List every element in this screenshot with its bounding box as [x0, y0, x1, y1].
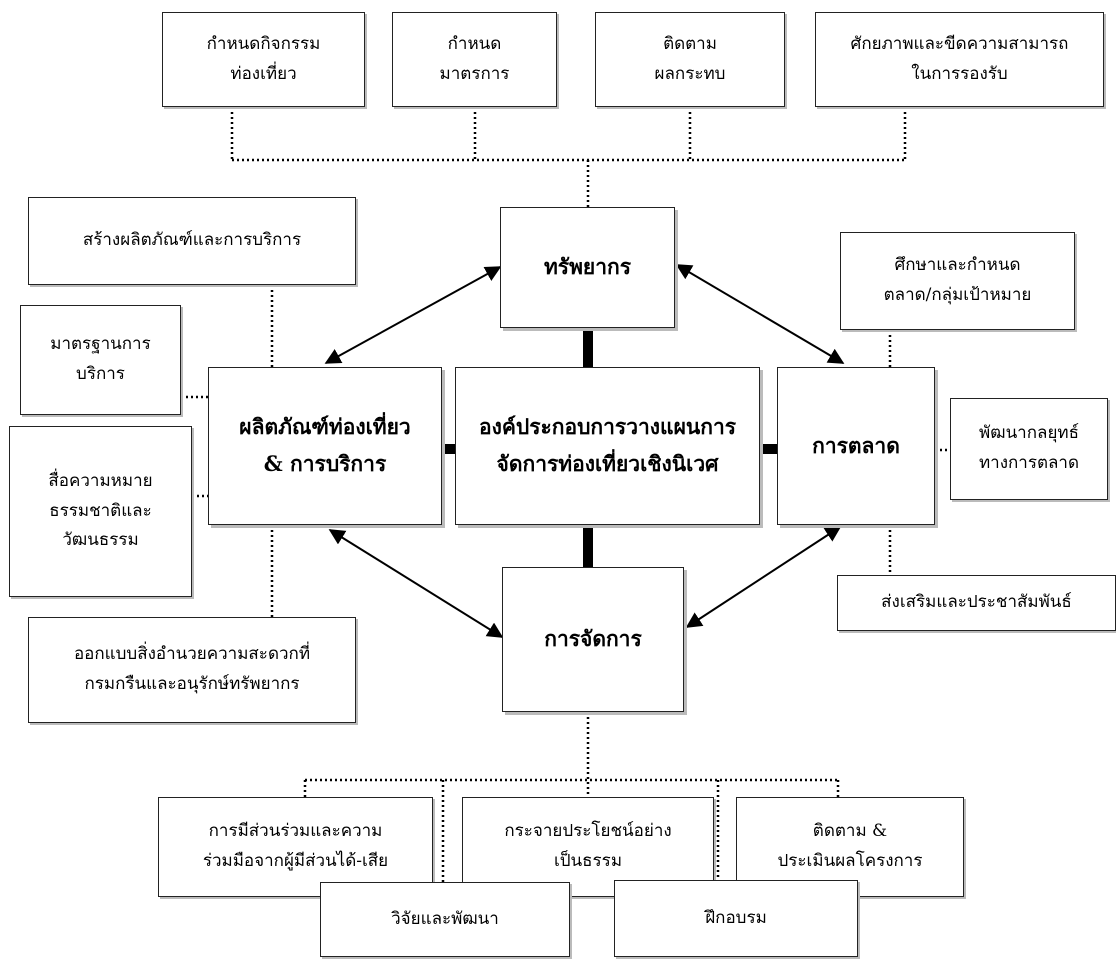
node-fair-benefit-line2: เป็นธรรม — [553, 851, 623, 871]
node-carrying-capacity: ศักยภาพและขีดความสามารถ ในการรองรับ — [815, 12, 1104, 107]
node-define-activities-line2: ท่องเที่ยว — [230, 63, 297, 84]
node-tourism-products-line1: ผลิตภัณฑ์ท่องเที่ยว — [239, 414, 411, 440]
node-core-components-line1: องค์ประกอบการวางแผนการ — [478, 414, 737, 440]
node-service-standard-line2: บริการ — [76, 364, 125, 384]
top-dotted-connector — [230, 107, 907, 207]
node-create-products: สร้างผลิตภัณฑ์และการบริการ — [28, 197, 356, 285]
node-research: วิจัยและพัฒนา — [320, 882, 570, 957]
node-project-evaluation-line2: ประเมินผลโครงการ — [777, 851, 923, 871]
node-interpretation-line2: ธรรมชาติและ — [49, 500, 152, 521]
node-management-line1: การจัดการ — [544, 626, 642, 652]
node-training: ฝึกอบรม — [614, 880, 858, 957]
node-monitor-impact: ติดตาม ผลกระทบ — [595, 12, 785, 107]
node-study-market-line1: ศึกษาและกำหนด — [894, 255, 1021, 276]
node-carrying-capacity-line1: ศักยภาพและขีดความสามารถ — [850, 33, 1069, 54]
node-define-measures: กำหนด มาตรการ — [392, 12, 557, 107]
node-facilities-design-line2: กรมกรืนและอนุรักษ์ทรัพยากร — [84, 674, 300, 694]
node-participation: การมีส่วนร่วมและความ ร่วมมือจากผู้มีส่วน… — [158, 797, 433, 897]
node-participation-line1: การมีส่วนร่วมและความ — [208, 821, 383, 842]
node-training-line1: ฝึกอบรม — [705, 907, 767, 928]
node-resources: ทรัพยากร — [500, 207, 675, 328]
node-define-activities: กำหนดกิจกรรม ท่องเที่ยว — [162, 12, 365, 107]
node-participation-line2: ร่วมมือจากผู้มีส่วนได้-เสีย — [202, 851, 389, 871]
node-interpretation-line3: วัฒนธรรม — [62, 530, 139, 551]
node-project-evaluation-line1: ติดตาม & — [812, 821, 888, 842]
node-define-activities-line1: กำหนดกิจกรรม — [206, 33, 321, 54]
node-study-market-line2: ตลาด/กลุ่มเป้าหมาย — [883, 285, 1032, 305]
node-marketing-line1: การตลาด — [812, 432, 900, 458]
node-marketing-strategy-line1: พัฒนากลยุทธ์ — [979, 423, 1079, 444]
node-define-measures-line1: กำหนด — [447, 33, 502, 54]
node-research-line1: วิจัยและพัฒนา — [391, 908, 499, 929]
node-management: การจัดการ — [502, 567, 684, 712]
node-interpretation-line1: สื่อความหมาย — [48, 470, 153, 491]
node-promotion: ส่งเสริมและประชาสัมพันธ์ — [837, 575, 1116, 631]
node-fair-benefit: กระจายประโยชน์อย่าง เป็นธรรม — [462, 797, 714, 897]
node-create-products-line1: สร้างผลิตภัณฑ์และการบริการ — [82, 230, 302, 251]
node-fair-benefit-line1: กระจายประโยชน์อย่าง — [504, 821, 672, 842]
node-promotion-line1: ส่งเสริมและประชาสัมพันธ์ — [881, 592, 1072, 613]
node-service-standard: มาตรฐานการ บริการ — [20, 305, 181, 415]
node-tourism-products-line2: & การบริการ — [263, 451, 387, 476]
double-arrows — [324, 264, 845, 638]
node-core-components: องค์ประกอบการวางแผนการ จัดการท่องเที่ยวเ… — [455, 367, 760, 525]
node-interpretation: สื่อความหมาย ธรรมชาติและ วัฒนธรรม — [9, 426, 192, 597]
core-thick-connectors — [442, 328, 777, 567]
node-monitor-impact-line1: ติดตาม — [663, 33, 717, 54]
node-carrying-capacity-line2: ในการรองรับ — [911, 63, 1008, 84]
bottom-dotted-connector — [303, 712, 840, 882]
node-define-measures-line2: มาตรการ — [439, 63, 510, 84]
node-resources-line1: ทรัพยากร — [543, 254, 632, 280]
node-monitor-impact-line2: ผลกระทบ — [654, 63, 726, 84]
node-study-market: ศึกษาและกำหนด ตลาด/กลุ่มเป้าหมาย — [840, 232, 1075, 330]
node-tourism-products: ผลิตภัณฑ์ท่องเที่ยว & การบริการ — [208, 367, 442, 525]
node-marketing: การตลาด — [777, 367, 935, 525]
node-core-components-line2: จัดการท่องเที่ยวเชิงนิเวศ — [496, 451, 719, 476]
node-marketing-strategy-line2: ทางการตลาด — [978, 453, 1080, 473]
node-service-standard-line1: มาตรฐานการ — [50, 334, 151, 355]
node-facilities-design-line1: ออกแบบสิ่งอำนวยความสะดวกที่ — [73, 644, 311, 665]
node-facilities-design: ออกแบบสิ่งอำนวยความสะดวกที่ กรมกรืนและอน… — [28, 617, 356, 723]
node-marketing-strategy: พัฒนากลยุทธ์ ทางการตลาด — [950, 398, 1108, 500]
side-dotted-connectors — [181, 285, 950, 617]
